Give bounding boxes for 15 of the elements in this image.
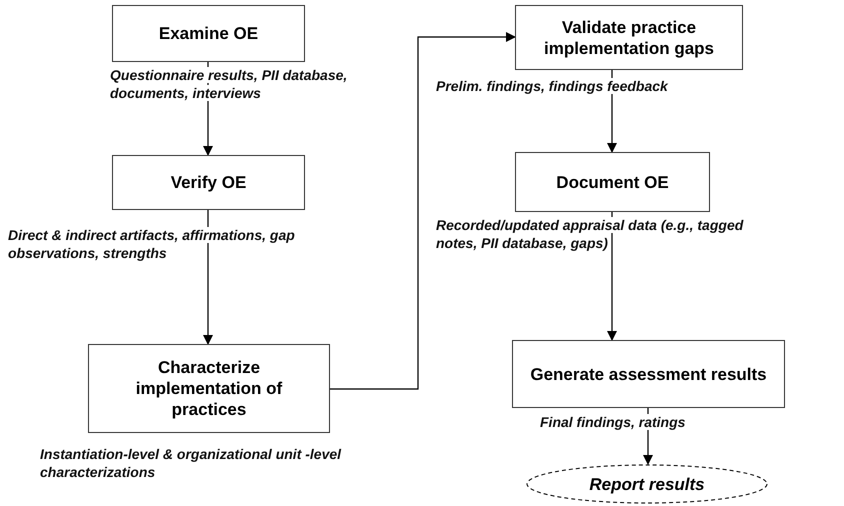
output-caption: Direct & indirect artifacts, affirmations, gap observations, strengths bbox=[8, 226, 296, 262]
process-box: Examine OE bbox=[112, 5, 305, 62]
output-caption: Prelim. findings, findings feedback bbox=[436, 77, 670, 95]
process-box: Validate practice implementation gaps bbox=[515, 5, 743, 70]
process-box: Verify OE bbox=[112, 155, 305, 210]
arrow bbox=[607, 212, 617, 341]
process-box: Document OE bbox=[515, 152, 710, 212]
terminal-ellipse: Report results bbox=[526, 464, 768, 504]
arrow bbox=[330, 32, 516, 390]
process-box: Generate assessment results bbox=[512, 340, 785, 408]
output-caption: Final findings, ratings bbox=[540, 413, 686, 431]
arrow bbox=[203, 210, 213, 345]
process-box: Characterize implementation of practices bbox=[88, 344, 330, 433]
output-caption: Recorded/updated appraisal data (e.g., tagged notes, PII database, gaps) bbox=[436, 216, 744, 252]
output-caption: Questionnaire results, PII database, documents, interviews bbox=[110, 66, 348, 102]
